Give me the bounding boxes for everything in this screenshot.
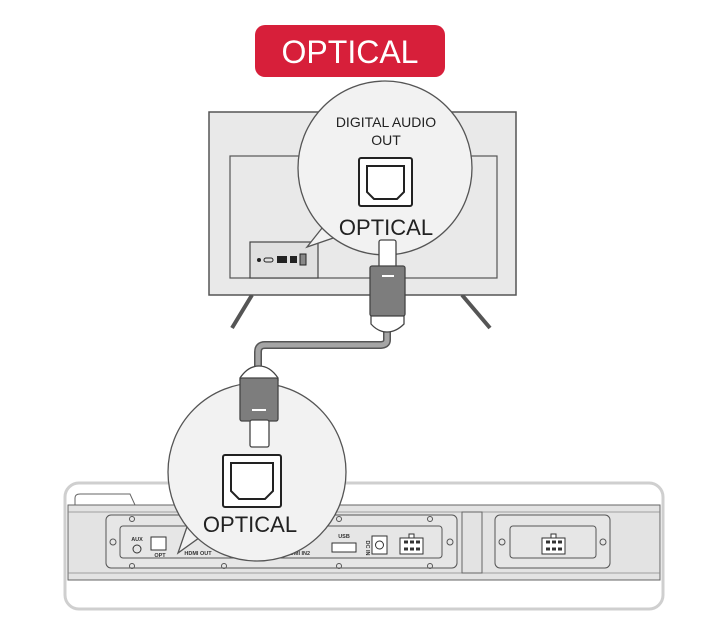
hdmi-out-label: HDMI OUT: [184, 551, 212, 557]
optical-cable: [254, 330, 391, 368]
dc-in-port: [371, 535, 388, 555]
usb-label: USB: [338, 534, 350, 540]
optical-port-icon: [222, 454, 282, 508]
power-connector: [399, 533, 424, 555]
out-label: OUT: [371, 132, 401, 148]
opt-label: OPT: [154, 553, 166, 559]
soundbar-right-panel: [494, 514, 611, 569]
tv-optical-label: OPTICAL: [339, 215, 433, 240]
aux-port: [132, 544, 142, 554]
soundbar-callout: OPTICAL: [167, 382, 347, 562]
dc-in-label: DC IN: [364, 541, 370, 556]
hdmi-in2-label: HDMI IN2: [286, 551, 310, 557]
title-badge: OPTICAL: [255, 25, 445, 77]
soundbar: AUX OPT HDMI OUT HDMI IN2 USB DC IN: [63, 481, 665, 611]
tv-port-panel: [249, 241, 319, 279]
opt-port: [150, 536, 167, 551]
soundbar-optical-label: OPTICAL: [203, 512, 297, 537]
soundbar-side-plug: [239, 365, 279, 448]
aux-label: AUX: [131, 537, 143, 543]
tv-callout: DIGITAL AUDIO OUT OPTICAL: [297, 80, 473, 256]
title-text: OPTICAL: [282, 34, 419, 70]
usb-port: [331, 542, 357, 553]
optical-port-icon: [358, 157, 413, 207]
tv-side-plug: [369, 239, 406, 333]
digital-audio-label: DIGITAL AUDIO: [336, 114, 436, 130]
